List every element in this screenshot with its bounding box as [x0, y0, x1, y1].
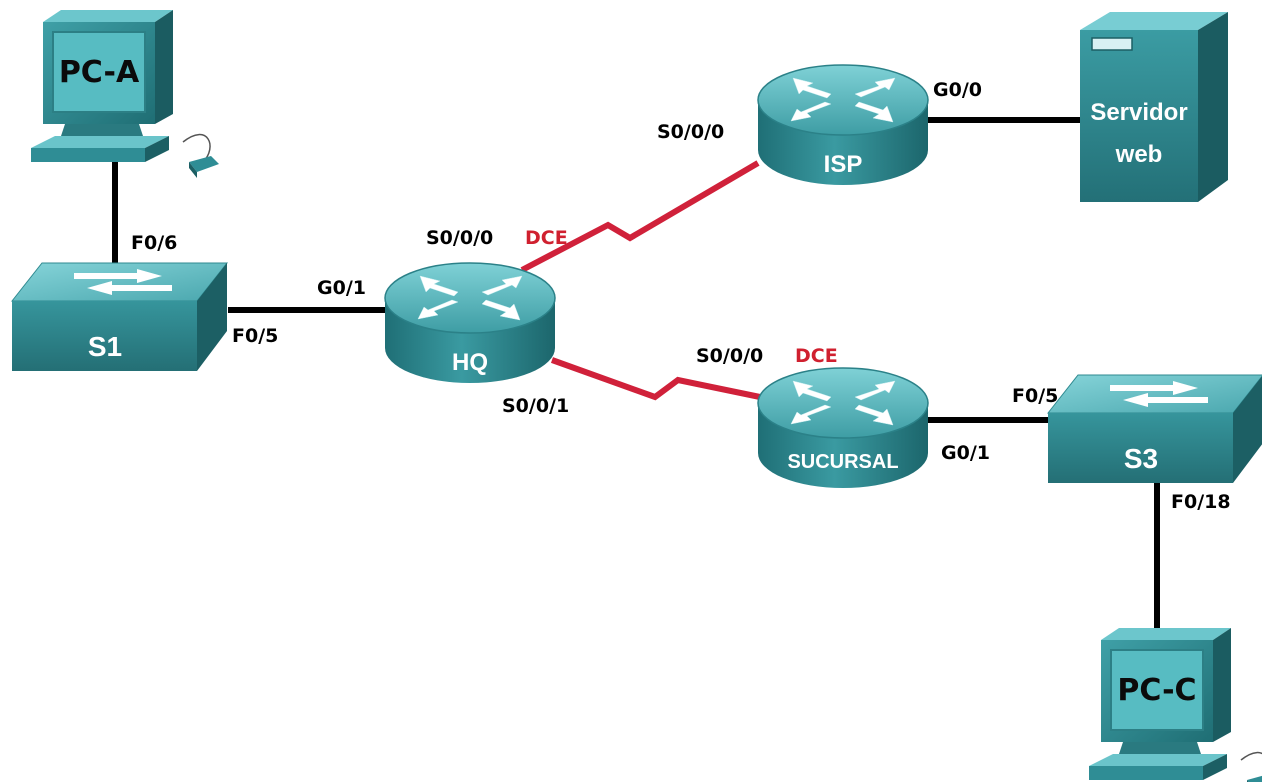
- device-router-hq[interactable]: HQ: [384, 262, 556, 384]
- device-pc-a[interactable]: PC-A: [30, 9, 220, 179]
- port-label: G0/0: [933, 79, 982, 101]
- port-label: S0/0/0: [696, 345, 763, 367]
- port-label: S0/0/1: [502, 395, 569, 417]
- device-switch-s1[interactable]: S1: [11, 262, 228, 372]
- device-pc-c[interactable]: PC-C: [1088, 627, 1262, 782]
- link-hq-sucursal-serial: [550, 357, 761, 401]
- device-router-isp[interactable]: ISP: [757, 64, 929, 186]
- dce-label: DCE: [795, 345, 838, 367]
- s3-label: S3: [1124, 443, 1158, 474]
- port-label: F0/5: [232, 325, 278, 347]
- links-layer: [112, 117, 1160, 632]
- dce-label: DCE: [525, 227, 568, 249]
- link-hq-isp-serial: [520, 160, 760, 273]
- isp-label: ISP: [824, 151, 863, 178]
- device-switch-s3[interactable]: S3: [1047, 374, 1262, 484]
- hq-label: HQ: [452, 349, 488, 376]
- device-router-sucursal[interactable]: SUCURSAL: [757, 367, 929, 489]
- pc-icon: [30, 9, 220, 179]
- port-label: F0/5: [1012, 385, 1058, 407]
- port-labels: F0/6 F0/5 G0/1 S0/0/0 DCE S0/0/1 S0/0/0 …: [131, 79, 1231, 513]
- server-label-line2: web: [1115, 141, 1163, 168]
- port-label: F0/18: [1171, 491, 1231, 513]
- server-icon: [1080, 12, 1228, 202]
- port-label: S0/0/0: [426, 227, 493, 249]
- port-label: F0/6: [131, 232, 177, 254]
- s1-label: S1: [88, 331, 122, 362]
- sucursal-label: SUCURSAL: [787, 451, 898, 473]
- port-label: G0/1: [941, 442, 990, 464]
- pc-c-label: PC-C: [1117, 673, 1196, 708]
- pc-a-label: PC-A: [59, 55, 140, 90]
- device-web-server[interactable]: Servidor web: [1080, 12, 1228, 202]
- port-label: S0/0/0: [657, 121, 724, 143]
- port-label: G0/1: [317, 277, 366, 299]
- server-label-line1: Servidor: [1090, 99, 1187, 126]
